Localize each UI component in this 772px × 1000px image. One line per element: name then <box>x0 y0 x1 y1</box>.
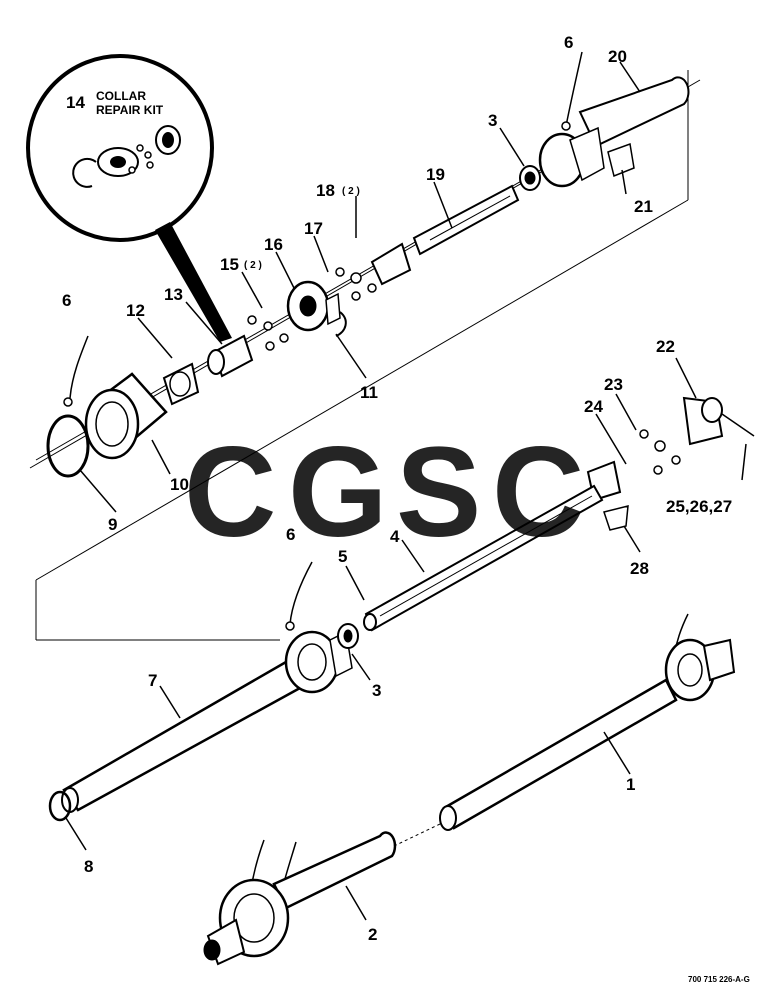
callout-6-mid: 6 <box>286 525 295 544</box>
watermark-letter-c1: C <box>184 421 276 564</box>
qty-18: ( 2 ) <box>342 186 360 197</box>
callout-10: 10 <box>170 475 189 494</box>
callout-1: 1 <box>626 775 635 794</box>
callout-24: 24 <box>584 397 603 416</box>
callout-6-top: 6 <box>564 33 573 52</box>
qty-15: ( 2 ) <box>244 260 262 271</box>
callout-7: 7 <box>148 671 157 690</box>
callout-12: 12 <box>126 301 145 320</box>
callout-23: 23 <box>604 375 623 394</box>
callout-8: 8 <box>84 857 93 876</box>
callout-9: 9 <box>108 515 117 534</box>
callout-15: 15 <box>220 255 239 274</box>
callout-2: 2 <box>368 925 377 944</box>
callout-14: 14 <box>66 93 85 112</box>
callout-4: 4 <box>390 527 400 546</box>
callout-28: 28 <box>630 559 649 578</box>
complete-driveline <box>439 638 736 831</box>
outer-shield-tube <box>48 623 359 822</box>
watermark-letter-c2: C <box>492 421 584 564</box>
watermark-letter-s: S <box>396 421 481 564</box>
callout-21: 21 <box>634 197 653 216</box>
inset-title-line1: COLLAR <box>96 89 146 103</box>
callout-22: 22 <box>656 337 675 356</box>
right-joint-assembly <box>586 396 755 531</box>
inset-title-line2: REPAIR KIT <box>96 103 164 117</box>
callout-19: 19 <box>426 165 445 184</box>
watermark-logo: C G S C <box>184 421 584 564</box>
watermark-letter-g: G <box>288 421 388 564</box>
callout-numbers: 6 20 3 19 21 18 ( 2 ) 17 16 15 ( 2 ) 11 … <box>62 33 750 984</box>
callout-25-26-27: 25,26,27 <box>666 497 732 516</box>
callout-3-top: 3 <box>488 111 497 130</box>
callout-3-mid: 3 <box>372 681 381 700</box>
callout-13: 13 <box>164 285 183 304</box>
half-driveline <box>203 823 441 966</box>
callout-18: 18 <box>316 181 335 200</box>
upper-shield-assembly <box>29 76 701 478</box>
callout-20: 20 <box>608 47 627 66</box>
callout-6-left: 6 <box>62 291 71 310</box>
callout-5: 5 <box>338 547 347 566</box>
collar-repair-kit-inset <box>26 54 232 342</box>
callout-17: 17 <box>304 219 323 238</box>
callout-16: 16 <box>264 235 283 254</box>
safety-chains <box>63 51 689 899</box>
inner-shaft <box>363 484 604 632</box>
leader-lines <box>65 61 747 921</box>
callout-11: 11 <box>360 383 378 402</box>
drawing-code: 700 715 226-A-G <box>688 975 750 984</box>
